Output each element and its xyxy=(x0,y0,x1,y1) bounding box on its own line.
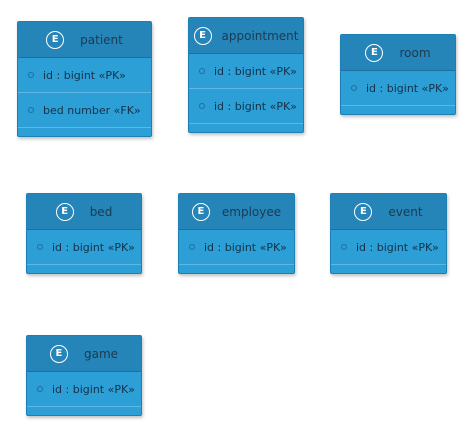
attribute-circle-icon xyxy=(351,85,357,91)
attribute-circle-icon xyxy=(37,386,43,392)
attribute-circle-icon xyxy=(37,244,43,250)
attribute-label: id : bigint «PK» xyxy=(43,68,126,82)
entity-e-icon: E xyxy=(191,202,210,221)
attribute-label: id : bigint «PK» xyxy=(204,240,287,254)
entity-title: game xyxy=(83,346,119,361)
entity-footer xyxy=(27,265,141,273)
entity-title: event xyxy=(388,204,423,219)
entity-title: room xyxy=(399,45,431,60)
entity-room[interactable]: E room id : bigint «PK» xyxy=(340,34,456,115)
entity-footer xyxy=(179,265,294,273)
attribute-circle-icon xyxy=(189,244,195,250)
attribute-circle-icon xyxy=(28,72,34,78)
entity-employee[interactable]: E employee id : bigint «PK» xyxy=(178,193,295,274)
entity-footer xyxy=(341,106,455,114)
entity-title: employee xyxy=(221,204,282,219)
entity-title: bed xyxy=(89,204,113,219)
entity-header: E employee xyxy=(179,194,294,230)
attribute-label: id : bigint «PK» xyxy=(356,240,439,254)
attribute-circle-icon xyxy=(341,244,347,250)
attribute-label: id : bigint «PK» xyxy=(52,382,135,396)
entity-bed[interactable]: E bed id : bigint «PK» xyxy=(26,193,142,274)
entity-header: E appointment xyxy=(189,18,303,54)
attribute-label: id : bigint «PK» xyxy=(366,81,449,95)
entity-title: patient xyxy=(80,32,123,47)
attribute-row: id : bigint «PK» xyxy=(341,71,455,106)
attribute-row: bed number «FK» xyxy=(18,93,151,128)
attribute-row: id : bigint «PK» xyxy=(189,54,303,89)
attribute-circle-icon xyxy=(199,103,205,109)
entity-title: appointment xyxy=(221,28,299,43)
entity-footer xyxy=(27,407,141,415)
entity-e-icon: E xyxy=(46,30,65,49)
entity-footer xyxy=(331,265,446,273)
attribute-label: id : bigint «PK» xyxy=(214,64,297,78)
entity-footer xyxy=(189,124,303,132)
entity-patient[interactable]: E patient id : bigint «PK» bed number «F… xyxy=(17,21,152,137)
entity-event[interactable]: E event id : bigint «PK» xyxy=(330,193,447,274)
entity-header: E bed xyxy=(27,194,141,230)
entity-header: E event xyxy=(331,194,446,230)
entity-e-icon: E xyxy=(55,202,74,221)
attribute-row: id : bigint «PK» xyxy=(331,230,446,265)
attribute-row: id : bigint «PK» xyxy=(27,230,141,265)
attribute-row: id : bigint «PK» xyxy=(189,89,303,124)
attribute-row: id : bigint «PK» xyxy=(27,372,141,407)
attribute-label: bed number «FK» xyxy=(43,103,141,117)
entity-e-icon: E xyxy=(49,344,68,363)
entity-header: E game xyxy=(27,336,141,372)
attribute-row: id : bigint «PK» xyxy=(179,230,294,265)
attribute-label: id : bigint «PK» xyxy=(214,99,297,113)
attribute-label: id : bigint «PK» xyxy=(52,240,135,254)
entity-header: E room xyxy=(341,35,455,71)
entity-game[interactable]: E game id : bigint «PK» xyxy=(26,335,142,416)
entity-footer xyxy=(18,128,151,136)
entity-e-icon: E xyxy=(193,26,212,45)
attribute-circle-icon xyxy=(28,107,34,113)
attribute-circle-icon xyxy=(199,68,205,74)
entity-e-icon: E xyxy=(365,43,384,62)
attribute-row: id : bigint «PK» xyxy=(18,58,151,93)
entity-appointment[interactable]: E appointment id : bigint «PK» id : bigi… xyxy=(188,17,304,133)
entity-header: E patient xyxy=(18,22,151,58)
entity-e-icon: E xyxy=(354,202,373,221)
